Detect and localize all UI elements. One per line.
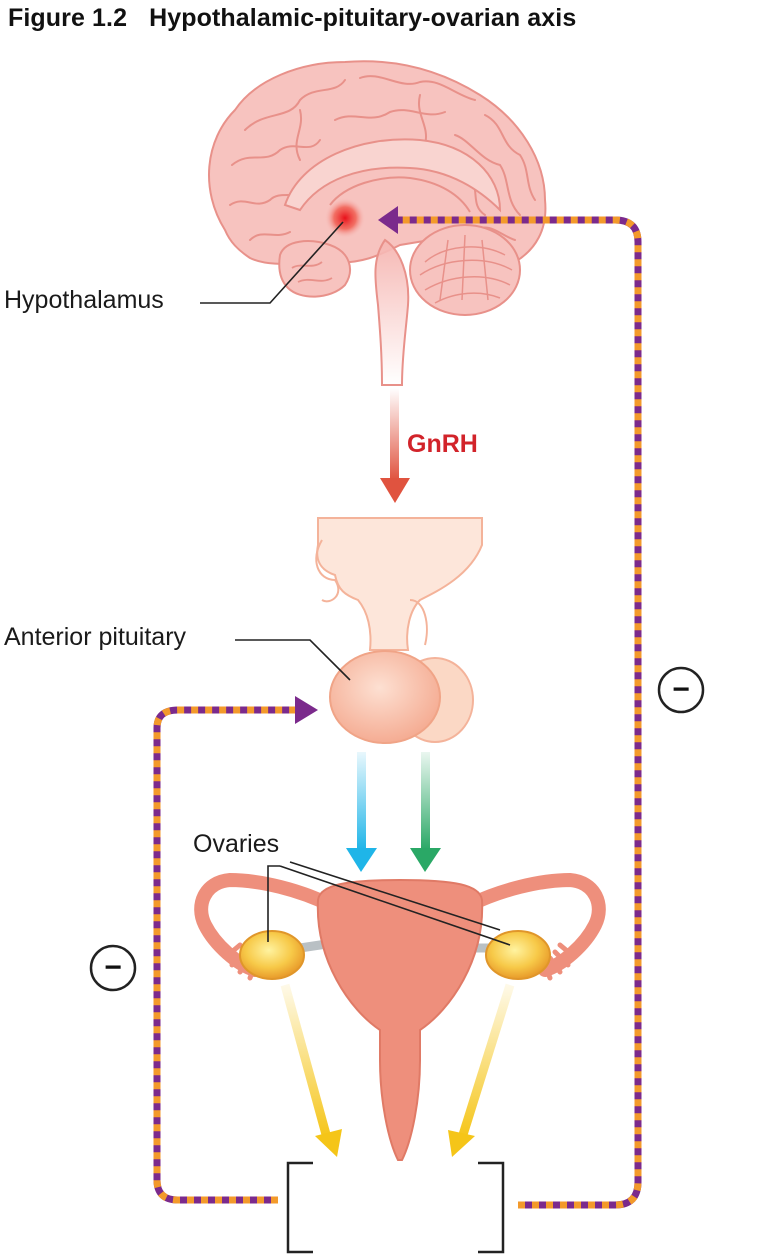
gnrh-arrow <box>380 388 410 503</box>
right-negative-feedback-symbol: − <box>657 666 705 714</box>
anterior-pituitary-leader-line <box>235 639 351 681</box>
ovaries-leader-lines <box>267 861 511 946</box>
hypothalamus-highlight <box>325 198 365 238</box>
pituitary-illustration <box>315 517 483 744</box>
temporal-lobe <box>278 240 351 298</box>
figure-number: Figure 1.2 <box>8 4 128 32</box>
brainstem <box>374 238 410 386</box>
right-fallopian-tube <box>463 872 606 977</box>
corpus-callosum <box>283 138 502 213</box>
pituitary-stalk <box>316 517 483 651</box>
left-negative-feedback-symbol: − <box>89 944 137 992</box>
hypothalamus-leader-line <box>200 221 344 304</box>
left-ovary <box>239 930 305 980</box>
left-minus-text: − <box>104 951 122 984</box>
ovaries-label: Ovaries <box>193 830 280 858</box>
hypothalamus-label: Hypothalamus <box>4 286 164 314</box>
cerebellum <box>409 224 521 316</box>
left-negative-feedback-loop <box>153 696 318 1204</box>
anterior-pituitary-label: Anterior pituitary <box>4 623 187 651</box>
anterior-pituitary-lobe <box>329 650 441 744</box>
figure-title-text: Hypothalamic-pituitary-ovarian axis <box>149 4 577 32</box>
uterus-body <box>316 878 484 1161</box>
brain-gyri <box>229 75 536 241</box>
uterus-illustration <box>194 872 606 1161</box>
left-ovary-output-arrow <box>280 983 342 1157</box>
figure-title: Figure 1.2 Hypothalamic-pituitary-ovarian… <box>8 4 576 33</box>
right-ovary-output-arrow <box>448 983 515 1157</box>
green-hormone-arrow <box>410 752 441 872</box>
ovarian-hormones-bracket <box>286 1161 505 1254</box>
brain-illustration <box>208 60 547 386</box>
right-negative-feedback-loop <box>378 206 642 1209</box>
right-ovary <box>485 930 551 980</box>
right-minus-text: − <box>672 673 690 706</box>
gnrh-label: GnRH <box>407 430 478 458</box>
cerebellum-folia <box>419 234 513 304</box>
left-fallopian-tube <box>194 872 337 977</box>
blue-hormone-arrow <box>346 752 377 872</box>
